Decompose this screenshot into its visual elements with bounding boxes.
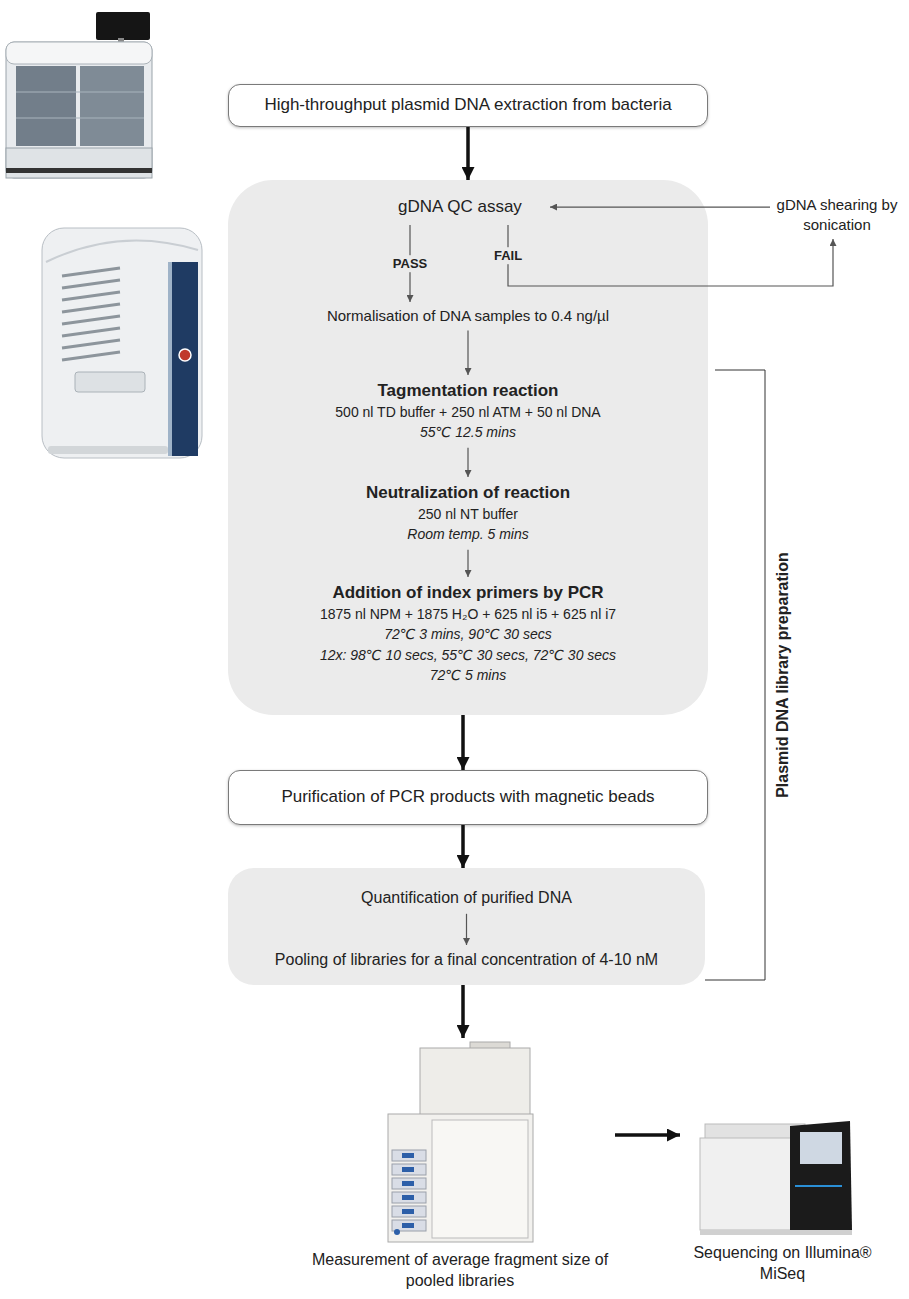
robot-window [16, 66, 76, 146]
node-text: Sequencing on Illumina® MiSeq [680, 1243, 885, 1285]
step-text: Sequencing on Illumina® MiSeq [680, 1115, 885, 1289]
echo-panel [75, 372, 145, 392]
connector-arrow [466, 127, 470, 180]
node-text: Quantification of purified DNA [248, 888, 685, 909]
node-text: Purification of PCR products with magnet… [281, 786, 654, 808]
connector-arrow [550, 206, 770, 207]
analyzer-drawer [392, 1150, 426, 1161]
robot-monitor [96, 12, 150, 40]
node-text: Normalisation of DNA samples to 0.4 ng/µ… [248, 306, 688, 326]
bracket-label: Plasmid DNA library preparation [773, 552, 792, 798]
step-text: gDNA QC assay [370, 192, 550, 222]
edge-label: FAIL [491, 247, 525, 265]
echo-vent [62, 280, 120, 288]
connector-arrow [615, 1133, 680, 1137]
analyzer-handle [402, 1153, 414, 1158]
echo-illustration [42, 228, 202, 458]
analyzer-handle [402, 1181, 414, 1186]
echo-vent [62, 328, 120, 336]
node-text: High-throughput plasmid DNA extraction f… [264, 94, 671, 116]
analyzer-handle [402, 1209, 414, 1214]
miseq-illustration [700, 1121, 852, 1235]
connector-arrow [461, 985, 465, 1038]
bracket [705, 370, 765, 980]
step-text: Neutralization of reaction250 nl NT buff… [248, 478, 688, 549]
echo-body [42, 228, 202, 458]
echo-vent [62, 316, 120, 324]
miseq-front [790, 1121, 852, 1233]
step-text: Normalisation of DNA samples to 0.4 ng/µ… [248, 302, 688, 330]
step-text: Tagmentation reaction500 nl TD buffer + … [248, 376, 688, 447]
process-box: High-throughput plasmid DNA extraction f… [228, 84, 708, 127]
echo-vent [62, 304, 120, 312]
node-text: 12x: 98℃ 10 secs, 55℃ 30 secs, 72℃ 30 se… [238, 645, 698, 665]
node-text: Neutralization of reaction [248, 482, 688, 504]
analyzer-handle [402, 1195, 414, 1200]
connector-arrow [467, 448, 468, 477]
node-text: 1875 nl NPM + 1875 H₂O + 625 nl i5 + 625… [238, 604, 698, 624]
node-text: 500 nl TD buffer + 250 nl ATM + 50 nl DN… [248, 402, 688, 422]
node-text: 55℃ 12.5 mins [248, 422, 688, 442]
connector-arrow [467, 331, 468, 376]
edge-label: PASS [390, 255, 430, 273]
node-text: gDNA QC assay [370, 196, 550, 218]
miseq-base [700, 1230, 852, 1235]
robot-base [6, 148, 152, 178]
connector-arrow [461, 825, 465, 868]
miseq-accent [795, 1185, 842, 1187]
analyzer-logo [394, 1229, 400, 1235]
robot-shelf [16, 118, 144, 119]
analyzer-drawer [392, 1206, 426, 1217]
node-text: Tagmentation reaction [248, 380, 688, 402]
group-panel: gDNA QC assayNormalisation of DNA sample… [228, 180, 708, 715]
node-text: Pooling of libraries for a final concent… [233, 950, 700, 971]
process-box: Purification of PCR products with magnet… [228, 770, 708, 825]
analyzer-top [420, 1048, 530, 1116]
analyzer-drawer [392, 1178, 426, 1189]
echo-vent [62, 268, 120, 276]
fragment-analyzer-illustration [388, 1042, 533, 1242]
robot-shelf [16, 92, 144, 93]
robot-stripe [6, 168, 152, 173]
step-text: Addition of index primers by PCR1875 nl … [238, 578, 698, 689]
echo-vent [62, 292, 120, 300]
node-text: gDNA shearing by sonication [772, 195, 902, 234]
echo-band [172, 262, 198, 456]
connector-arrow [508, 225, 833, 286]
echo-vents [62, 268, 120, 360]
node-text: 72℃ 3 mins, 90℃ 30 secs [238, 624, 698, 644]
analyzer-drawer [392, 1192, 426, 1203]
echo-vent [62, 340, 120, 348]
robot-body [6, 42, 152, 178]
miseq-screen [800, 1132, 842, 1164]
robot-window [80, 66, 144, 146]
analyzer-drawer [392, 1164, 426, 1175]
node-text: Addition of index primers by PCR [238, 582, 698, 604]
analyzer-body [388, 1114, 533, 1242]
node-text: 72℃ 5 mins [238, 665, 698, 685]
node-text: Measurement of average fragment size of … [305, 1250, 615, 1292]
echo-base [48, 446, 168, 454]
step-text: Pooling of libraries for a final concent… [233, 946, 700, 975]
echo-vent [62, 352, 120, 360]
connector-arrow [466, 914, 467, 945]
connector-arrow [461, 715, 465, 770]
echo-strip [168, 262, 172, 456]
analyzer-door [432, 1120, 528, 1238]
step-text: Measurement of average fragment size of … [305, 1038, 615, 1296]
robot-hood [6, 42, 152, 64]
node-text: Room temp. 5 mins [248, 524, 688, 544]
step-text: gDNA shearing by sonication [772, 191, 902, 238]
analyzer-handle [402, 1223, 414, 1228]
echo-button [179, 349, 191, 361]
echo-top [46, 240, 198, 262]
connector-arrow [467, 550, 468, 577]
robot-illustration [6, 12, 152, 178]
node-text: 250 nl NT buffer [248, 504, 688, 524]
analyzer-handle [402, 1167, 414, 1172]
step-text: Quantification of purified DNA [248, 884, 685, 913]
